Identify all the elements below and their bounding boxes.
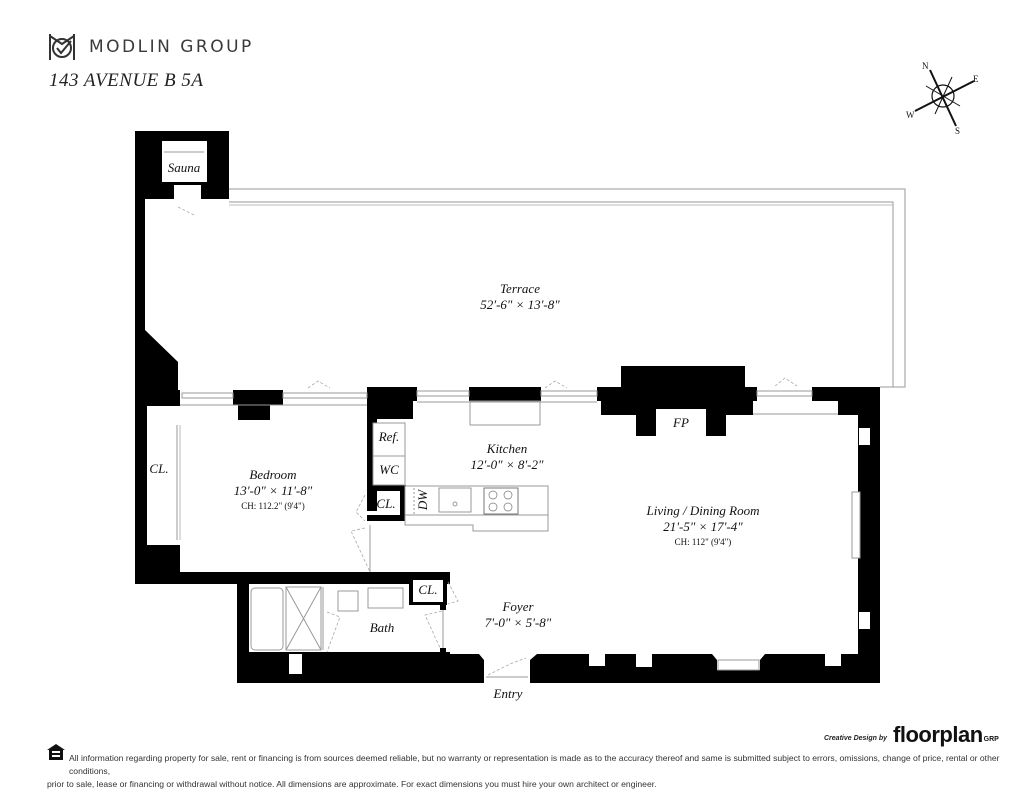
terrace-label: Terrace 52'-6" × 13'-8" bbox=[480, 281, 559, 313]
bedroom-closet bbox=[147, 408, 181, 545]
compass-rose: N E S W bbox=[900, 56, 980, 141]
foyer-name: Foyer bbox=[502, 599, 534, 614]
living-dining-label: Living / Dining Room 21'-5" × 17'-4" CH:… bbox=[646, 503, 759, 549]
kitchen-counter bbox=[404, 485, 549, 532]
living-dining-name: Living / Dining Room bbox=[646, 503, 760, 518]
compass-rose-icon: N E S W bbox=[906, 61, 979, 136]
kitchen-dimensions: 12'-0" × 8'-2" bbox=[470, 457, 544, 472]
north-wall bbox=[177, 206, 880, 436]
foyer-dimensions: 7'-0" × 5'-8" bbox=[484, 615, 552, 630]
bedroom-name: Bedroom bbox=[249, 467, 297, 482]
south-wall bbox=[440, 654, 880, 683]
kitchen-closet-label: CL. bbox=[376, 496, 396, 511]
terrace-railing bbox=[229, 188, 906, 388]
east-wall bbox=[851, 387, 880, 683]
design-credit: Creative Design by floorplan GRP bbox=[824, 724, 999, 746]
disclaimer-line-1: All information regarding property for s… bbox=[69, 753, 1000, 776]
bath-walls bbox=[135, 572, 459, 683]
dishwasher-label: DW bbox=[415, 489, 430, 511]
compass-east-label: E bbox=[973, 74, 979, 84]
equal-housing-icon bbox=[47, 744, 65, 760]
bedroom-ceiling-height: CH: 112.2" (9'4") bbox=[241, 501, 305, 511]
wc-label: WC bbox=[379, 462, 399, 477]
ref-label: Ref. bbox=[378, 429, 400, 444]
bath-closet-label: CL. bbox=[418, 582, 438, 597]
brand-header: MODLIN GROUP bbox=[47, 32, 254, 62]
modlin-monogram-icon bbox=[49, 34, 75, 60]
foyer-label: Foyer 7'-0" × 5'-8" bbox=[485, 599, 551, 631]
fireplace-label: FP bbox=[673, 415, 689, 430]
bedroom-dimensions: 13'-0" × 11'-8" bbox=[233, 483, 313, 498]
bath-label: Bath bbox=[369, 620, 395, 635]
floorplan-logo-suffix: GRP bbox=[983, 736, 999, 743]
credit-prefix: Creative Design by bbox=[824, 735, 888, 742]
legal-disclaimer: All information regarding property for s… bbox=[47, 752, 1007, 791]
bedroom-label: Bedroom 13'-0" × 11'-8" CH: 112.2" (9'4"… bbox=[234, 467, 312, 513]
compass-south-label: S bbox=[955, 126, 960, 136]
disclaimer-line-2: prior to sale, lease or financing or wit… bbox=[47, 779, 657, 789]
compass-west-label: W bbox=[906, 110, 915, 120]
compass-north-label: N bbox=[922, 61, 929, 71]
sauna-label: Sauna bbox=[167, 160, 201, 175]
living-dining-dimensions: 21'-5" × 17'-4" bbox=[663, 519, 743, 534]
bedroom-closet-label: CL. bbox=[149, 461, 169, 476]
bedroom-kitchen-partition bbox=[350, 401, 413, 573]
kitchen-label: Kitchen 12'-0" × 8'-2" bbox=[471, 441, 544, 473]
terrace-dimensions: 52'-6" × 13'-8" bbox=[480, 297, 560, 312]
terrace-name: Terrace bbox=[500, 281, 540, 296]
floorplan-logo: floorplan bbox=[893, 722, 983, 747]
brand-name: MODLIN GROUP bbox=[89, 37, 254, 57]
entry-label: Entry bbox=[493, 686, 523, 701]
living-dining-ceiling-height: CH: 112" (9'4") bbox=[674, 537, 732, 547]
kitchen-name: Kitchen bbox=[486, 441, 528, 456]
sauna-walls bbox=[135, 131, 229, 199]
property-address: 143 AVENUE B 5A bbox=[49, 70, 204, 91]
